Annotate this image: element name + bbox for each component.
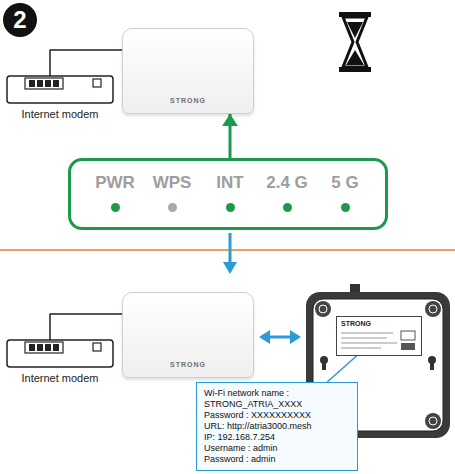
led-label: 5 G: [331, 173, 358, 193]
led-label: 2.4 G: [266, 173, 308, 193]
credentials-callout: Wi-Fi network name : STRONG_ATRIA_XXXXPa…: [196, 382, 358, 471]
leader-line-line: [327, 356, 356, 382]
brand-text: STRONG: [123, 361, 253, 368]
status-led-dot: [341, 203, 350, 212]
step-number-text: 2: [3, 3, 37, 37]
status-arrow: [222, 114, 238, 158]
ethernet-cable-line: [50, 50, 122, 78]
credential-line: Password : XXXXXXXXXX: [204, 410, 350, 421]
credential-line: Password : admin: [204, 454, 350, 465]
led-label: PWR: [95, 173, 135, 193]
status-led-dot: [111, 203, 120, 212]
device-label-sticker: STRONG: [336, 316, 422, 356]
ethernet-cable: [50, 314, 122, 342]
led-panel: PWR WPS INT 2.4 G 5 G: [68, 158, 388, 230]
mesh-unit: STRONG: [122, 292, 254, 378]
credential-line: Username : admin: [204, 443, 350, 454]
hourglass-icon: [339, 12, 371, 72]
credential-line: Wi-Fi network name : STRONG_ATRIA_XXXX: [204, 388, 350, 410]
led-label: WPS: [153, 173, 192, 193]
divider-line: [0, 249, 455, 251]
status-led-dot: [283, 203, 292, 212]
next-step-arrow: [223, 233, 237, 274]
led-label: INT: [216, 173, 243, 193]
modem-label: Internet modem: [5, 372, 115, 384]
brand-text: STRONG: [123, 97, 253, 104]
status-led-dot: [168, 203, 177, 212]
modem-figure: Internet modem: [5, 330, 115, 384]
mesh-unit: STRONG: [122, 28, 254, 114]
step-number: 2: [3, 3, 37, 37]
ethernet-cable-line: [50, 314, 122, 342]
modem-body: [5, 330, 115, 370]
flip-arrow: [259, 330, 301, 344]
credential-line: URL: http://atria3000.mesh: [204, 421, 350, 432]
status-led-dot: [226, 203, 235, 212]
modem-figure: Internet modem: [5, 66, 115, 120]
credential-line: IP: 192.168.7.254: [204, 432, 350, 443]
brand-text: STRONG: [341, 320, 371, 327]
arrowhead: [222, 114, 238, 126]
modem-label: Internet modem: [5, 108, 115, 120]
leader-line: [327, 356, 356, 382]
ethernet-cable: [50, 50, 122, 78]
modem-body: [5, 66, 115, 106]
